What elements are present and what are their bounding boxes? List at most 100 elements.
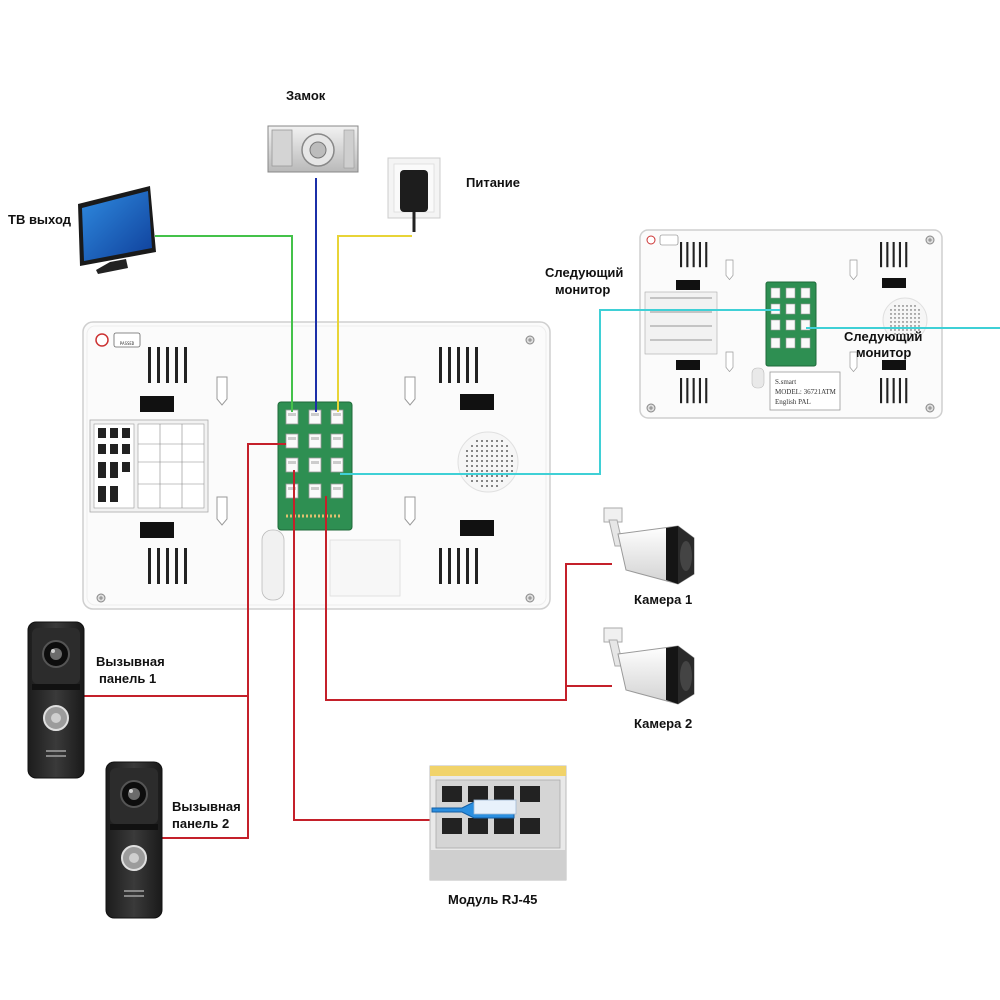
grill-dot [476,455,478,457]
grill-dot [481,465,483,467]
grill-dot [486,485,488,487]
grill-dot [496,470,498,472]
grill-dot [910,313,912,315]
grill-dot [910,321,912,323]
grill-dot [466,450,468,452]
grill-dot [476,440,478,442]
model-plate: S.smart MODEL: 36721ATM English PAL [769,371,841,411]
grill-dot [486,445,488,447]
call-panel-2-label-line1: Вызывная [172,799,241,814]
grill-dot [491,480,493,482]
grill-dot [894,325,896,327]
grill-dot [894,309,896,311]
grill-dot [890,329,892,331]
grill-dot [466,465,468,467]
grill-dot [501,475,503,477]
next-monitor-wire-1 [340,309,780,475]
grill-dot [890,313,892,315]
plate-system: English PAL [775,398,811,406]
grill-dot [496,450,498,452]
grill-dot [471,475,473,477]
grill-dot [918,309,920,311]
grill-dot [501,470,503,472]
grill-dot [906,313,908,315]
main-monitor: PASSED [82,321,551,610]
grill-dot [918,313,920,315]
grill-dot [471,450,473,452]
grill-dot [906,333,908,335]
grill-dot [898,321,900,323]
camera-1-label: Камера 1 [634,592,692,607]
monitor-pcb [277,401,353,531]
grill-dot [481,475,483,477]
camera-2-icon [603,627,695,705]
lock-icon [267,125,359,173]
grill-dot [918,317,920,319]
grill-dot [506,475,508,477]
grill-dot [906,325,908,327]
grill-dot [506,455,508,457]
grill-dot [894,305,896,307]
grill-dot [511,470,513,472]
grill-dot [910,333,912,335]
grill-dot [918,329,920,331]
grill-dot [501,465,503,467]
grill-dot [471,455,473,457]
panel1-wire [82,443,286,697]
grill-dot [898,317,900,319]
grill-dot [914,321,916,323]
grill-dot [476,460,478,462]
monitor-sticker [95,333,109,347]
next-monitor-label-1-line2: монитор [555,282,610,297]
grill-dot [906,321,908,323]
grill-dot [491,485,493,487]
grill-dot [501,480,503,482]
grill-dot [496,445,498,447]
next-monitor-label-2-line2: монитор [856,345,911,360]
grill-dot [496,465,498,467]
grill-dot [481,455,483,457]
grill-dot [898,333,900,335]
power-adapter-icon [387,157,441,232]
grill-dot [501,450,503,452]
grill-dot [496,480,498,482]
tv-out-label: ТВ выход [8,212,72,227]
grill-dot [476,475,478,477]
grill-dot [466,475,468,477]
grill-dot [914,313,916,315]
call-panel-2-icon [105,761,163,919]
camera-2-label: Камера 2 [634,716,692,731]
camera-1-icon [603,507,695,585]
grill-dot [902,333,904,335]
grill-dot [491,475,493,477]
grill-dot [906,305,908,307]
grill-dot [476,450,478,452]
lock-label: Замок [286,88,326,103]
next-monitor-label-1-line1: Следующий [545,265,623,280]
plate-model: MODEL: 36721ATM [775,388,837,396]
camera-wire [325,496,612,701]
grill-dot [496,460,498,462]
grill-dot [496,485,498,487]
grill-dot [910,309,912,311]
grill-dot [481,445,483,447]
grill-dot [491,455,493,457]
grill-dot [914,309,916,311]
grill-dot [486,440,488,442]
call-panel-1-label-line2: панель 1 [99,671,156,686]
plate-brand: S.smart [775,378,796,386]
grill-dot [906,329,908,331]
grill-dot [501,445,503,447]
rj45-wire [293,470,430,821]
power-label: Питание [466,175,520,190]
grill-dot [501,440,503,442]
grill-dot [476,445,478,447]
grill-dot [466,470,468,472]
grill-dot [486,465,488,467]
grill-dot [471,445,473,447]
grill-dot [486,450,488,452]
power-wire [337,235,412,412]
tv-icon [78,186,156,274]
grill-dot [910,329,912,331]
